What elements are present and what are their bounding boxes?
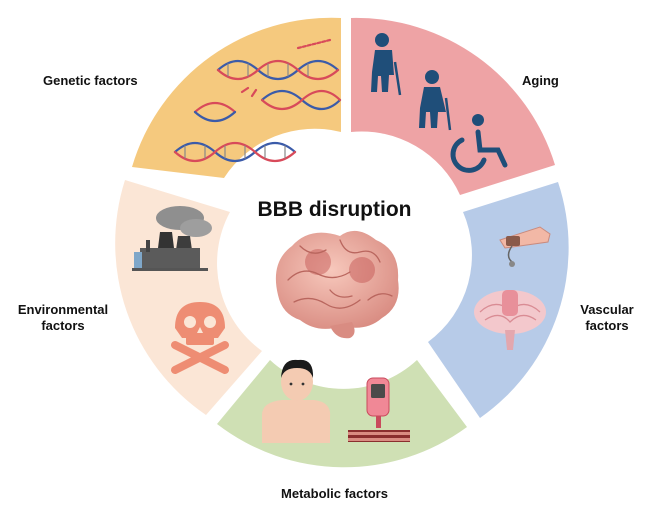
- factory-icon: [132, 206, 212, 271]
- label-metabolic: Metabolic factors: [281, 486, 388, 501]
- dna-icon: [173, 38, 342, 163]
- label-vascular: Vascular factors: [560, 302, 654, 334]
- label-vascular-line1: Vascular: [580, 302, 634, 317]
- cerebral-vessels-icon: [474, 290, 546, 350]
- label-environmental-line1: Environmental: [17, 302, 109, 317]
- blood-vessel-icon: [499, 226, 551, 267]
- wheelchair-icon: [450, 114, 508, 173]
- label-genetic: Genetic factors: [43, 73, 138, 88]
- obesity-icon: [262, 359, 331, 443]
- glucose-meter-icon: [348, 377, 410, 442]
- segment-metabolic: [217, 360, 467, 468]
- segment-genetic: [132, 17, 341, 178]
- segment-aging: [351, 17, 555, 196]
- label-vascular-line2: factors: [585, 318, 629, 333]
- brain-icon: [275, 230, 399, 339]
- label-environmental: Environmental factors: [4, 302, 122, 334]
- label-environmental-line2: factors: [41, 318, 85, 333]
- center-title: BBB disruption: [257, 198, 412, 221]
- segment-environmental: [115, 180, 263, 415]
- label-aging: Aging: [522, 73, 559, 88]
- skull-icon: [171, 302, 229, 374]
- elderly-person-icon: [371, 33, 452, 131]
